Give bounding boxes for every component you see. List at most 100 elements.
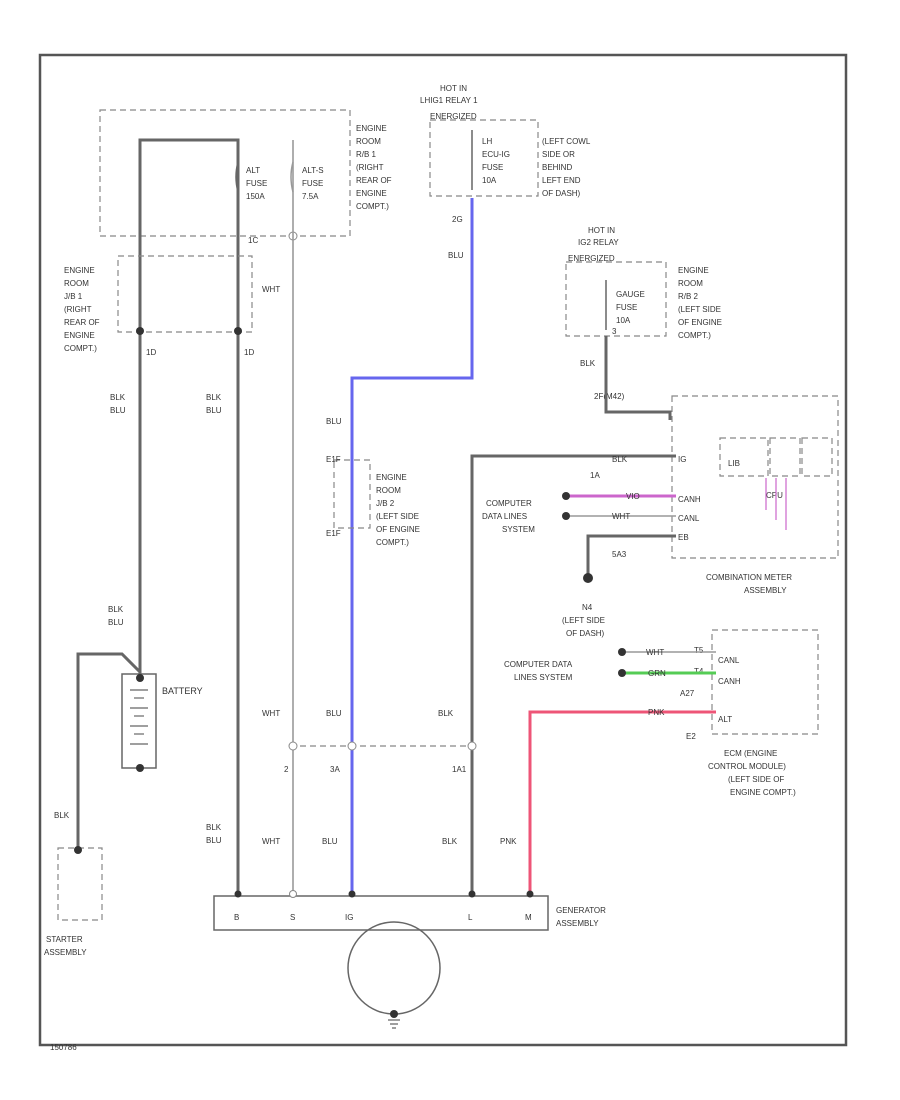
svg-text:REAR OF: REAR OF	[64, 318, 100, 327]
meter-can-system-label: COMPUTER DATA LINES SYSTEM	[482, 499, 535, 534]
gen-pin-b: B	[234, 913, 239, 922]
charge-l-wire	[470, 454, 676, 895]
svg-text:ENGINE: ENGINE	[356, 124, 387, 133]
svg-text:LINES SYSTEM: LINES SYSTEM	[514, 673, 573, 682]
gen-terminal-m	[526, 890, 534, 898]
svg-text:COMPT.): COMPT.)	[376, 538, 409, 547]
alts-fuse: ALT-S FUSE 7.5A	[290, 161, 324, 201]
svg-text:ENERGIZED: ENERGIZED	[430, 112, 477, 121]
svg-text:ALT: ALT	[246, 166, 260, 175]
svg-text:IG2 RELAY: IG2 RELAY	[578, 238, 619, 247]
ecm-alt-pin: A27	[680, 689, 695, 698]
meter-pin-canh: CANH	[678, 495, 701, 504]
svg-text:COMPT.): COMPT.)	[356, 202, 389, 211]
svg-text:ROOM: ROOM	[678, 279, 703, 288]
lhig1-relay-label: HOT IN LHIG1 RELAY 1 ENERGIZED	[420, 84, 478, 121]
gen-l-pin: 1A1	[452, 765, 467, 774]
meter-internal-can	[765, 478, 787, 530]
svg-text:(LEFT SIDE OF: (LEFT SIDE OF	[728, 775, 784, 784]
wire-blkblu-battery-2: BLU	[108, 618, 124, 627]
wire-blkblu-mid-2: BLU	[206, 406, 222, 415]
gauge-pin: 3	[612, 327, 617, 336]
svg-text:ROOM: ROOM	[376, 486, 401, 495]
svg-text:ECM (ENGINE: ECM (ENGINE	[724, 749, 777, 758]
svg-text:CONTROL MODULE): CONTROL MODULE)	[708, 762, 786, 771]
meter-lib-block	[719, 437, 769, 477]
engine-room-rb2-label: ENGINE ROOM R/B 2 (LEFT SIDE OF ENGINE C…	[678, 266, 722, 340]
jb2-out-pin: E1F	[326, 529, 341, 538]
lhecu-out-pin: 2G	[452, 215, 463, 224]
svg-text:FUSE: FUSE	[246, 179, 267, 188]
meter-eb-pin: 5A3	[612, 550, 627, 559]
wire-blkblu-left-1: BLK	[110, 393, 126, 402]
junction-pin-ig	[347, 741, 357, 751]
ecm-canl-arrow	[618, 648, 626, 656]
svg-text:ENGINE: ENGINE	[678, 266, 709, 275]
svg-text:ASSEMBLY: ASSEMBLY	[744, 586, 787, 595]
svg-text:LH: LH	[482, 137, 492, 146]
ecm-pin-alt: ALT	[718, 715, 732, 724]
svg-text:DATA LINES: DATA LINES	[482, 512, 527, 521]
svg-text:ECU-IG: ECU-IG	[482, 150, 510, 159]
ecm-e2-pin: E2	[686, 732, 696, 741]
combination-meter-box	[671, 395, 839, 559]
svg-text:(LEFT COWL: (LEFT COWL	[542, 137, 591, 146]
wire-blk-lower: BLK	[438, 709, 454, 718]
svg-text:OF DASH): OF DASH)	[542, 189, 581, 198]
svg-text:(LEFT SIDE: (LEFT SIDE	[562, 616, 605, 625]
alt-fuse: ALT FUSE 150A	[235, 161, 267, 201]
jb1-node-battery	[136, 327, 144, 335]
wire-wht-meter: WHT	[612, 512, 630, 521]
wire-pnk-gen: PNK	[500, 837, 517, 846]
svg-text:COMPUTER DATA: COMPUTER DATA	[504, 660, 573, 669]
starter-label: STARTER ASSEMBLY	[44, 935, 87, 957]
meter-canh-arrow	[562, 492, 570, 500]
svg-text:ENGINE COMPT.): ENGINE COMPT.)	[730, 788, 796, 797]
engine-room-jb1-box	[117, 255, 253, 333]
wire-blu-gen: BLU	[322, 837, 338, 846]
wire-wht-ecm: WHT	[646, 648, 664, 657]
svg-text:OF ENGINE: OF ENGINE	[376, 525, 420, 534]
ecm-canh-arrow	[618, 669, 626, 677]
wire-blk-gauge: BLK	[580, 359, 596, 368]
engine-room-rb1-label: ENGINE ROOM R/B 1 (RIGHT REAR OF ENGINE …	[356, 124, 392, 211]
svg-text:LHIG1 RELAY 1: LHIG1 RELAY 1	[420, 96, 478, 105]
wire-blkblu-gen-2: BLU	[206, 836, 222, 845]
meter-lib-label: LIB	[728, 459, 740, 468]
wire-blkblu-battery-1: BLK	[108, 605, 124, 614]
svg-text:GAUGE: GAUGE	[616, 290, 645, 299]
wire-blk-meter: BLK	[612, 455, 628, 464]
svg-text:ROOM: ROOM	[356, 137, 381, 146]
wire-wht-lower: WHT	[262, 709, 280, 718]
ground-label: N4 (LEFT SIDE OF DASH)	[562, 603, 605, 638]
gen-terminal-s	[289, 890, 297, 898]
svg-text:FUSE: FUSE	[616, 303, 637, 312]
svg-text:SIDE OR: SIDE OR	[542, 150, 575, 159]
diagram-id: 150786	[50, 1043, 77, 1052]
junction-pin-s	[288, 741, 298, 751]
wire-pnk-upper: PNK	[648, 708, 665, 717]
svg-text:R/B 1: R/B 1	[356, 150, 377, 159]
svg-text:STARTER: STARTER	[46, 935, 83, 944]
wire-blkblu-gen-1: BLK	[206, 823, 222, 832]
svg-text:150A: 150A	[246, 192, 265, 201]
wire-blkblu-left-2: BLU	[110, 406, 126, 415]
ground-point	[583, 573, 593, 583]
gen-pin-s: S	[290, 913, 295, 922]
engine-room-jb1-label: ENGINE ROOM J/B 1 (RIGHT REAR OF ENGINE …	[64, 266, 100, 353]
svg-text:10A: 10A	[616, 316, 631, 325]
gen-pin-l: L	[468, 913, 473, 922]
svg-text:COMBINATION METER: COMBINATION METER	[706, 573, 792, 582]
svg-text:COMPT.): COMPT.)	[678, 331, 711, 340]
starter-terminal	[74, 846, 82, 854]
gauge-fuse: GAUGE FUSE 10A	[605, 280, 645, 330]
meter-rx-block	[801, 437, 833, 477]
battery-label: BATTERY	[162, 686, 203, 696]
svg-text:10A: 10A	[482, 176, 497, 185]
wire-grn: GRN	[648, 669, 666, 678]
svg-text:ENGINE: ENGINE	[64, 266, 95, 275]
svg-text:HOT IN: HOT IN	[588, 226, 615, 235]
meter-ground-wire	[586, 534, 676, 578]
lhecuig-fuse: LH ECU-IG FUSE 10A	[471, 130, 510, 190]
